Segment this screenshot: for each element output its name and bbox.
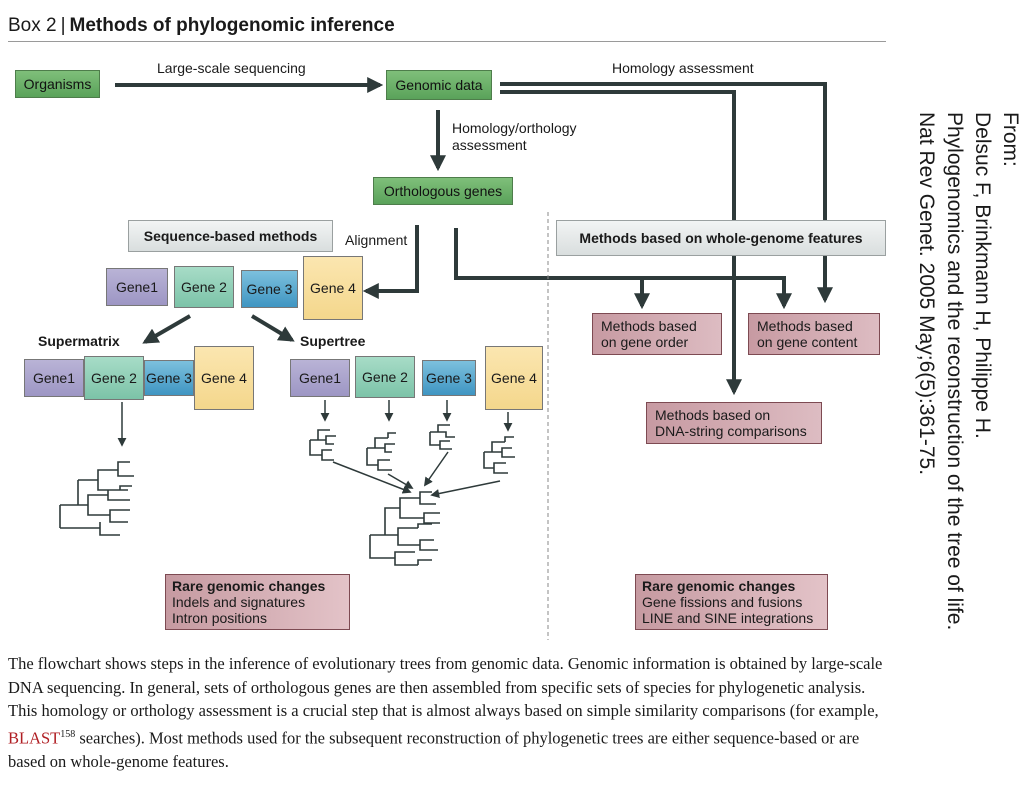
small-tree-2-icon: [366, 432, 396, 471]
gene-order-line2: on gene order: [601, 334, 689, 350]
gene-order-node: Methods based on gene order: [592, 313, 722, 355]
large-scale-label: Large-scale sequencing: [157, 60, 306, 76]
gene-content-node: Methods based on gene content: [748, 313, 880, 355]
arrow-merge-4: [430, 480, 501, 498]
arrow-supertree: [250, 314, 295, 342]
dna-string-node: Methods based on DNA-string comparisons: [646, 402, 822, 444]
supermatrix-gene3: Gene 3: [144, 360, 194, 396]
supertree-gene1: Gene1: [290, 359, 350, 397]
supermatrix-gene1: Gene1: [24, 359, 84, 397]
rare-right-line1: Gene fissions and fusions: [642, 594, 803, 610]
citation-from: From:: [999, 112, 1022, 167]
supermatrix-gene4: Gene 4: [194, 346, 254, 410]
gene-order-line1: Methods based: [601, 318, 697, 334]
supermatrix-tree-icon: [59, 461, 134, 536]
organisms-node: Organisms: [15, 70, 100, 98]
arrow-alignment: [362, 225, 419, 299]
citation-authors: Delsuc F, Brinkmann H, Philippe H.: [971, 112, 994, 439]
arrow-dna-string: [500, 90, 742, 396]
dna-string-line1: Methods based on: [655, 407, 771, 423]
rare-changes-left: Rare genomic changes Indels and signatur…: [165, 574, 350, 630]
supertree-label: Supertree: [300, 333, 366, 349]
genomic-data-node: Genomic data: [386, 70, 492, 100]
arrow-merge-3: [423, 451, 449, 487]
title-separator: |: [60, 15, 66, 36]
gene4-box: Gene 4: [303, 256, 363, 320]
gene3-box: Gene 3: [241, 270, 298, 308]
whole-genome-methods-header: Methods based on whole-genome features: [556, 220, 886, 256]
gene-content-line1: Methods based: [757, 318, 853, 334]
alignment-label: Alignment: [345, 232, 408, 248]
title-divider: [8, 41, 886, 42]
gene-content-line2: on gene content: [757, 334, 858, 350]
supermatrix-label: Supermatrix: [38, 333, 120, 349]
citation-journal: Nat Rev Genet. 2005 May;6(5):361-75.: [915, 112, 938, 476]
arrow-gene-content: [456, 276, 792, 310]
supertree-gene2: Gene 2: [355, 356, 415, 398]
blast-link[interactable]: BLAST: [8, 728, 61, 747]
rare-right-heading: Rare genomic changes: [642, 578, 796, 594]
gene2-box: Gene 2: [174, 266, 234, 308]
supertree-gene4: Gene 4: [485, 346, 543, 410]
orthologous-genes-node: Orthologous genes: [373, 177, 513, 205]
arrow-supermatrix: [142, 314, 192, 344]
gene1-box: Gene1: [106, 268, 168, 306]
dna-string-line2: DNA-string comparisons: [655, 423, 807, 439]
citation-block: From: Delsuc F, Brinkmann H, Philippe H.…: [886, 112, 1024, 712]
small-tree-3-icon: [429, 424, 455, 450]
arrow-merge-2: [387, 473, 414, 489]
homology-orthology-label-2: assessment: [452, 137, 527, 153]
homology-orthology-label-1: Homology/orthology: [452, 120, 577, 136]
citation-title: Phylogenomics and the reconstruction of …: [943, 112, 966, 631]
supertree-tree-icon: [369, 491, 440, 566]
blast-reference: 158: [60, 728, 76, 740]
box-label: Box 2: [8, 15, 57, 36]
sequence-methods-header: Sequence-based methods: [128, 220, 333, 252]
rare-left-heading: Rare genomic changes: [172, 578, 326, 594]
page-title: Methods of phylogenomic inference: [69, 15, 395, 36]
rare-changes-right: Rare genomic changes Gene fissions and f…: [635, 574, 828, 630]
supermatrix-gene2: Gene 2: [84, 356, 144, 400]
arrow-merge-1: [332, 461, 412, 494]
box-heading: Box 2|Methods of phylogenomic inference: [8, 15, 395, 37]
caption-text-before: The flowchart shows steps in the inferen…: [8, 654, 883, 720]
rare-left-line2: Intron positions: [172, 610, 267, 626]
rare-right-line2: LINE and SINE integrations: [642, 610, 814, 626]
caption-text-after: searches). Most methods used for the sub…: [8, 728, 860, 771]
arrow-homology-direct: [500, 82, 833, 304]
homology-assessment-label: Homology assessment: [612, 60, 754, 76]
supertree-gene3: Gene 3: [422, 360, 476, 396]
small-tree-4-icon: [483, 436, 515, 474]
small-tree-1-icon: [309, 429, 336, 461]
figure-caption: The flowchart shows steps in the inferen…: [8, 652, 888, 773]
rare-left-line1: Indels and signatures: [172, 594, 306, 610]
